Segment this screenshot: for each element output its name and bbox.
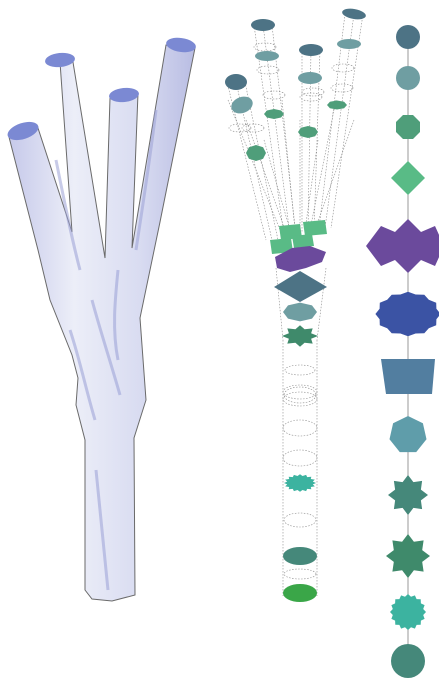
sequence-shape-4: [391, 161, 425, 195]
fan-guide-4: [282, 100, 295, 230]
sequence-shape-12: [391, 644, 425, 678]
sequence-shape-5: [366, 219, 439, 273]
empty-ring-7: [332, 64, 354, 72]
branch-octagon-1: [264, 109, 284, 119]
empty-ring-11: [284, 387, 316, 403]
branch-section-1: [255, 51, 279, 61]
junction-diamond-4: [292, 234, 314, 248]
neck-outline-left: [276, 268, 283, 340]
sequence-shape-2: [396, 66, 420, 90]
fan-guide-2: [246, 120, 285, 230]
sequence-shape-1: [396, 25, 420, 49]
branch-octagon-3: [327, 101, 347, 110]
branch-octagon-4: [246, 145, 266, 161]
neck-outline-right: [317, 268, 326, 340]
sequence-shape-9: [388, 475, 428, 515]
sequence-shape-11: [390, 594, 426, 630]
branch-section-3: [337, 39, 361, 49]
branch-section-2: [298, 72, 322, 84]
branch-octagon-2: [298, 126, 318, 138]
sequence-shape-8: [390, 416, 427, 452]
empty-ring-5: [242, 124, 264, 132]
fan-guide-3: [264, 140, 290, 230]
neck-octagon: [283, 303, 317, 322]
fan-guide-8: [315, 120, 354, 230]
branch-top-1: [251, 19, 275, 31]
sequence-shape-7: [381, 359, 435, 394]
neck-star: [282, 325, 318, 347]
empty-ring-9: [331, 84, 353, 92]
cross-section-stack-panel: [225, 7, 367, 602]
branch-top-4: [225, 74, 247, 90]
empty-ring-14: [284, 513, 316, 527]
trunk-base-section: [283, 584, 317, 602]
trunk-ellipse-section: [283, 547, 317, 565]
fan-guide-1: [228, 100, 280, 230]
branch-top-2: [299, 44, 323, 56]
empty-ring-13: [283, 450, 317, 466]
empty-ring-12: [283, 420, 317, 436]
junction-diamond-2: [303, 220, 327, 236]
empty-ring-8: [302, 88, 324, 96]
sequence-shape-6: [375, 292, 439, 337]
empty-ring-15: [284, 569, 316, 579]
shape-sequence-panel: [366, 25, 439, 678]
branch-top-3: [341, 7, 366, 21]
star-ring-outline-2: [283, 392, 317, 406]
neck-diamond: [274, 271, 327, 302]
rendered-tree-panel: [5, 36, 197, 601]
fan-guide-6: [305, 140, 318, 230]
trunk-star-section: [284, 474, 316, 492]
sequence-shape-10: [386, 534, 430, 578]
empty-ring-10: [285, 365, 315, 375]
empty-ring-4: [263, 91, 285, 99]
sequence-shape-3: [396, 115, 420, 139]
branch-section-4: [229, 94, 255, 117]
